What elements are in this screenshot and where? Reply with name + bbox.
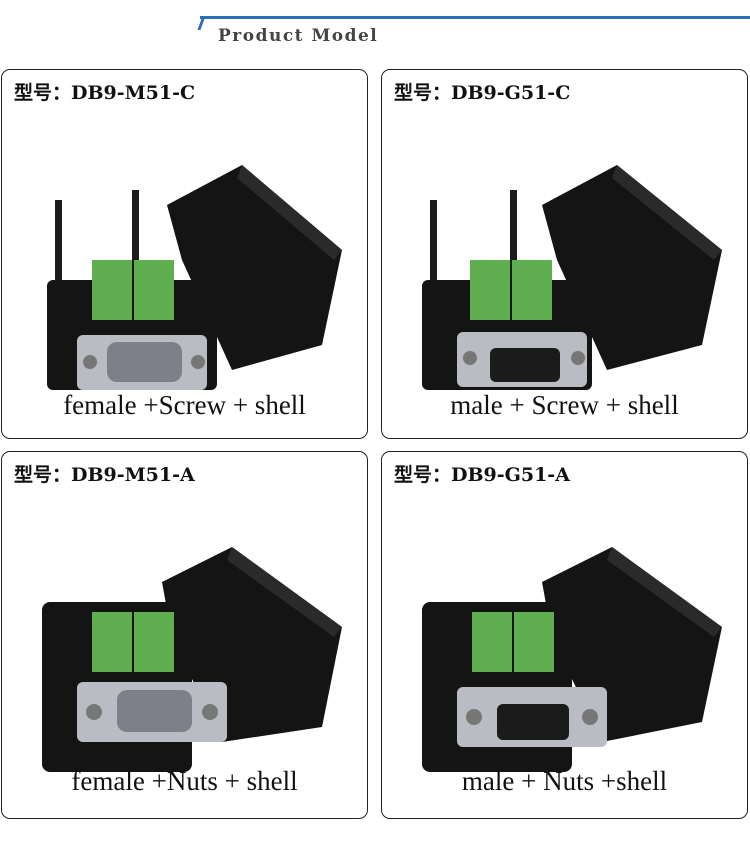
product-description: male + Nuts +shell [461, 766, 668, 796]
header-tick [197, 16, 206, 30]
model-label: 型号：DB9-G51-C [394, 82, 571, 104]
product-card-db9-g51-c: 型号：DB9-G51-C male + Screw + shell [381, 69, 748, 439]
model-label: 型号：DB9-M51-A [14, 464, 195, 486]
product-card-db9-m51-a: 型号：DB9-M51-A female +Nuts + shell [1, 451, 368, 819]
product-description: female +Screw + shell [63, 390, 306, 420]
product-description: female +Nuts + shell [71, 766, 298, 796]
model-label: 型号：DB9-G51-A [394, 464, 570, 486]
connector-photo-male-nuts [422, 547, 722, 772]
model-label: 型号：DB9-M51-C [14, 82, 196, 104]
connector-photo-male-screw [422, 165, 722, 390]
header-title: Product Model [218, 26, 379, 46]
connector-photo-female-nuts [42, 547, 342, 772]
header-rule [200, 16, 750, 19]
product-description: male + Screw + shell [450, 390, 679, 420]
product-card-db9-g51-a: 型号：DB9-G51-A male + Nuts +shell [381, 451, 748, 819]
connector-photo-female-screw [47, 165, 342, 390]
product-card-db9-m51-c: 型号：DB9-M51-C female +Screw + shell [1, 69, 368, 439]
